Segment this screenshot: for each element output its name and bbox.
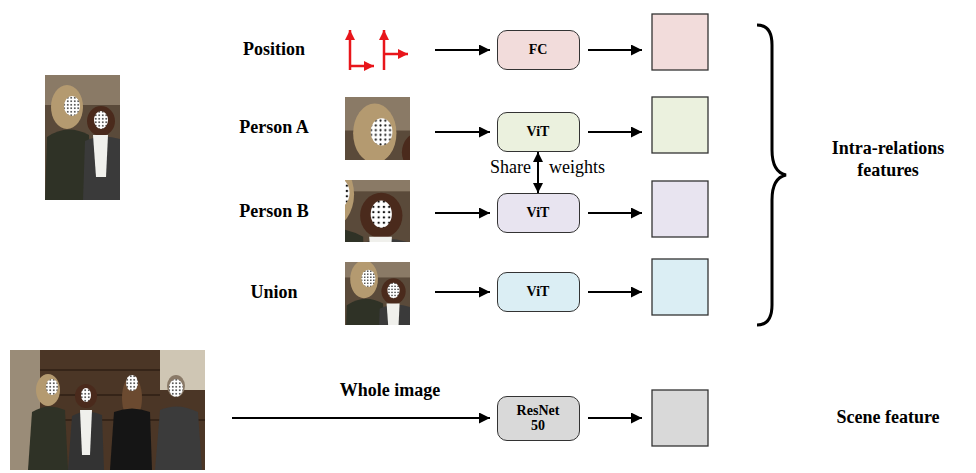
- flow-arrow: [435, 131, 490, 133]
- flow-arrow: [588, 131, 642, 133]
- weight-sharing-arrow: [537, 152, 539, 193]
- blurred-face: [81, 388, 91, 402]
- text-label: weights: [549, 157, 605, 179]
- process-box: ViT: [497, 112, 580, 152]
- text-label: Position: [243, 39, 305, 61]
- text-label: Union: [250, 282, 297, 304]
- text-label: Intra-relations features: [803, 138, 973, 181]
- person-coat: [28, 406, 68, 470]
- blurred-face: [46, 379, 58, 395]
- text-label: Share: [490, 157, 531, 179]
- text-label: Person B: [239, 201, 309, 223]
- box-label: ViT: [527, 284, 550, 299]
- feature-square: [652, 390, 708, 446]
- flow-arrow: [588, 291, 642, 293]
- label-holder: weights: [549, 157, 605, 179]
- feature-square: [652, 181, 708, 237]
- feature-squares: [652, 14, 708, 446]
- label-holder: Position: [243, 39, 305, 61]
- scene-background: [10, 350, 205, 470]
- feature-square: [652, 14, 708, 70]
- blurred-face: [126, 375, 138, 391]
- scene-photo: [10, 350, 205, 470]
- text-label: Whole image: [340, 380, 441, 402]
- label-holder: Person A: [239, 117, 309, 139]
- position-arrow: [349, 30, 352, 70]
- flow-arrow: [588, 212, 642, 214]
- box-label: FC: [529, 42, 548, 57]
- union-image: [345, 251, 410, 359]
- union-crop: [345, 251, 410, 359]
- person-hair: [75, 384, 97, 408]
- person-hair: [36, 374, 60, 406]
- position-arrows: [350, 30, 408, 70]
- box-label: ViT: [527, 205, 550, 220]
- pair-photo: [45, 75, 120, 200]
- person-suit: [155, 406, 202, 470]
- box-label: ViT: [527, 124, 550, 139]
- label-holder: Person B: [239, 201, 309, 223]
- label-holder: Share: [490, 157, 531, 179]
- position-arrow: [384, 53, 408, 56]
- text-label: Scene feature: [803, 407, 973, 429]
- label-holder: Union: [250, 282, 297, 304]
- flow-arrow: [435, 291, 490, 293]
- flow-arrow: [435, 49, 490, 51]
- process-box: ViT: [497, 272, 580, 312]
- feature-square: [652, 97, 708, 153]
- label-holder: Scene feature: [803, 407, 973, 429]
- process-box: FC: [497, 30, 580, 70]
- label-holder: Intra-relations features: [803, 138, 973, 181]
- blurred-face: [169, 379, 183, 397]
- position-arrow: [350, 65, 374, 68]
- label-holder: Whole image: [340, 380, 441, 402]
- box-label: ResNet 50: [510, 403, 566, 434]
- flow-arrow: [435, 212, 490, 214]
- flow-arrow: [232, 417, 490, 419]
- position-arrow: [383, 30, 386, 70]
- flow-arrow: [588, 49, 642, 51]
- feature-square: [652, 259, 708, 315]
- grouping-brace: [757, 25, 786, 325]
- flow-arrow: [588, 417, 642, 419]
- person-suit: [110, 409, 152, 471]
- shelf-line: [40, 369, 160, 371]
- pair-photo-image: [45, 75, 120, 200]
- person-scarf: [80, 410, 92, 455]
- process-box: ViT: [497, 193, 580, 233]
- text-label: Person A: [239, 117, 309, 139]
- process-box: ResNet 50: [497, 396, 580, 441]
- person-head: [167, 375, 185, 397]
- flow-arrows: [232, 50, 642, 418]
